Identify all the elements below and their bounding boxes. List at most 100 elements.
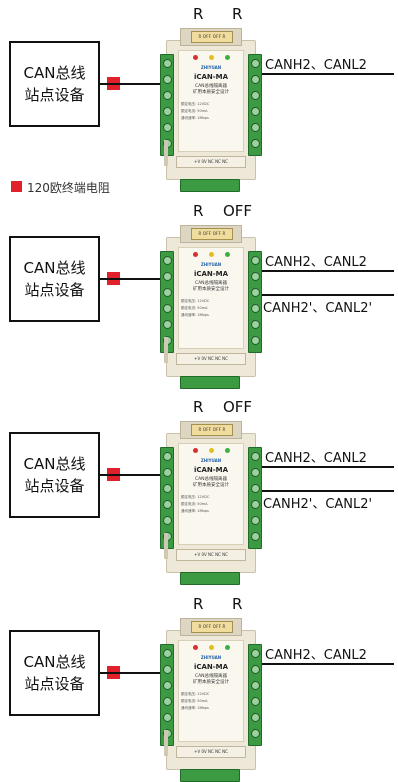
module-desc-line1: CAN总线隔离器 xyxy=(194,84,228,89)
module-spec-line3: 通讯速率: 1Mbps xyxy=(181,509,209,513)
module-spec: 额定电压: 12VDC 额定电流: 50mA 通讯速率: 1Mbps xyxy=(181,101,241,122)
led-yellow-icon xyxy=(209,55,214,60)
screw-icon xyxy=(251,500,260,509)
module-bottom-strip: +V 0V NC NC NC xyxy=(176,549,246,561)
can-label-1: CANH2、CANL2 xyxy=(265,58,367,73)
din-rail-clip xyxy=(164,730,168,756)
screw-icon xyxy=(163,452,172,461)
bus-line-left xyxy=(100,83,168,85)
bus-line-right-1 xyxy=(262,270,394,272)
module-brand: ZHIYUAN xyxy=(200,65,222,70)
bottom-terminal-block xyxy=(180,376,240,389)
screw-icon xyxy=(251,452,260,461)
module-brand: ZHIYUAN xyxy=(200,655,222,660)
module-brand: ZHIYUAN xyxy=(200,262,222,267)
right-terminal-block xyxy=(248,447,262,549)
bus-line-right-1 xyxy=(262,73,394,75)
screw-icon xyxy=(251,681,260,690)
module-label: ZHIYUAN iCAN-MA CAN总线隔离器 矿用本质安全设计 额定电压: … xyxy=(178,247,244,349)
screw-icon xyxy=(163,107,172,116)
legend-terminator-swatch xyxy=(11,181,22,192)
module-desc-line2: 矿用本质安全设计 xyxy=(193,287,229,292)
dip-switch: R OFF OFF R xyxy=(191,621,233,633)
bus-line-left xyxy=(100,672,168,674)
switch-label-right: R xyxy=(232,595,243,613)
left-terminal-block xyxy=(160,644,174,746)
station-label-line2: 站点设备 xyxy=(24,281,85,299)
bottom-terminal-block xyxy=(180,572,240,585)
screw-icon xyxy=(251,123,260,132)
switch-label-left: R xyxy=(193,398,204,416)
module-spec: 额定电压: 12VDC 额定电流: 50mA 通讯速率: 1Mbps xyxy=(181,298,241,319)
module-spec-line3: 通讯速率: 1Mbps xyxy=(181,313,209,317)
screw-icon xyxy=(251,272,260,281)
screw-icon xyxy=(163,713,172,722)
screw-icon xyxy=(251,713,260,722)
din-rail-clip xyxy=(164,533,168,559)
module-model: iCAN-MA xyxy=(193,73,229,81)
station-label-line2: 站点设备 xyxy=(24,477,85,495)
screw-icon xyxy=(163,75,172,84)
screw-icon xyxy=(163,500,172,509)
module-spec: 额定电压: 12VDC 额定电流: 50mA 通讯速率: 1Mbps xyxy=(181,691,241,712)
module-spec-line3: 通讯速率: 1Mbps xyxy=(181,706,209,710)
ican-ma-module: R OFF OFF R ZHIYUAN iCAN-MA CAN总线隔离器 矿用本… xyxy=(156,421,264,585)
module-spec-line2: 额定电流: 50mA xyxy=(181,109,208,113)
module-spec-line2: 额定电流: 50mA xyxy=(181,502,208,506)
screw-icon xyxy=(251,697,260,706)
screw-icon xyxy=(251,665,260,674)
switch-label-left: R xyxy=(193,202,204,220)
bus-line-left xyxy=(100,278,168,280)
screw-icon xyxy=(163,681,172,690)
screw-icon xyxy=(163,288,172,297)
station-box: CAN总线站点设备 xyxy=(9,630,100,716)
dip-switch: R OFF OFF R xyxy=(191,228,233,240)
led-red-icon xyxy=(193,645,198,650)
screw-icon xyxy=(163,665,172,674)
switch-label-right: OFF xyxy=(223,202,253,220)
station-box: CAN总线站点设备 xyxy=(9,432,100,518)
screw-icon xyxy=(163,484,172,493)
ican-ma-module: R OFF OFF R ZHIYUAN iCAN-MA CAN总线隔离器 矿用本… xyxy=(156,618,264,782)
dip-switch: R OFF OFF R xyxy=(191,424,233,436)
station-label-line1: CAN总线 xyxy=(23,653,86,671)
dip-switch: R OFF OFF R xyxy=(191,31,233,43)
screw-icon xyxy=(163,256,172,265)
module-desc: CAN总线隔离器 矿用本质安全设计 xyxy=(179,84,243,96)
bus-line-right-2 xyxy=(262,294,394,296)
bus-line-left xyxy=(100,474,168,476)
switch-label-right: R xyxy=(232,5,243,23)
bottom-terminal-block xyxy=(180,179,240,192)
screw-icon xyxy=(251,139,260,148)
led-green-icon xyxy=(225,645,230,650)
station-label-line1: CAN总线 xyxy=(23,455,86,473)
led-yellow-icon xyxy=(209,645,214,650)
right-terminal-block xyxy=(248,251,262,353)
screw-icon xyxy=(251,320,260,329)
led-red-icon xyxy=(193,448,198,453)
module-desc-line1: CAN总线隔离器 xyxy=(194,674,228,679)
led-green-icon xyxy=(225,252,230,257)
led-green-icon xyxy=(225,55,230,60)
module-desc: CAN总线隔离器 矿用本质安全设计 xyxy=(179,281,243,293)
legend-text: 120欧终端电阻 xyxy=(27,181,110,195)
can-label-1: CANH2、CANL2 xyxy=(265,648,367,663)
can-label-1: CANH2、CANL2 xyxy=(265,255,367,270)
module-spec-line2: 额定电流: 50mA xyxy=(181,306,208,310)
led-green-icon xyxy=(225,448,230,453)
screw-icon xyxy=(251,484,260,493)
station-label-line1: CAN总线 xyxy=(23,259,86,277)
screw-icon xyxy=(251,59,260,68)
screw-icon xyxy=(251,649,260,658)
screw-icon xyxy=(163,320,172,329)
screw-icon xyxy=(163,468,172,477)
right-terminal-block xyxy=(248,644,262,746)
module-label: ZHIYUAN iCAN-MA CAN总线隔离器 矿用本质安全设计 额定电压: … xyxy=(178,50,244,152)
ican-ma-module: R OFF OFF R ZHIYUAN iCAN-MA CAN总线隔离器 矿用本… xyxy=(156,28,264,192)
din-rail-clip xyxy=(164,337,168,363)
screw-icon xyxy=(163,272,172,281)
module-model: iCAN-MA xyxy=(193,270,229,278)
led-red-icon xyxy=(193,55,198,60)
bus-line-right-1 xyxy=(262,663,394,665)
station-label-line2: 站点设备 xyxy=(24,675,85,693)
